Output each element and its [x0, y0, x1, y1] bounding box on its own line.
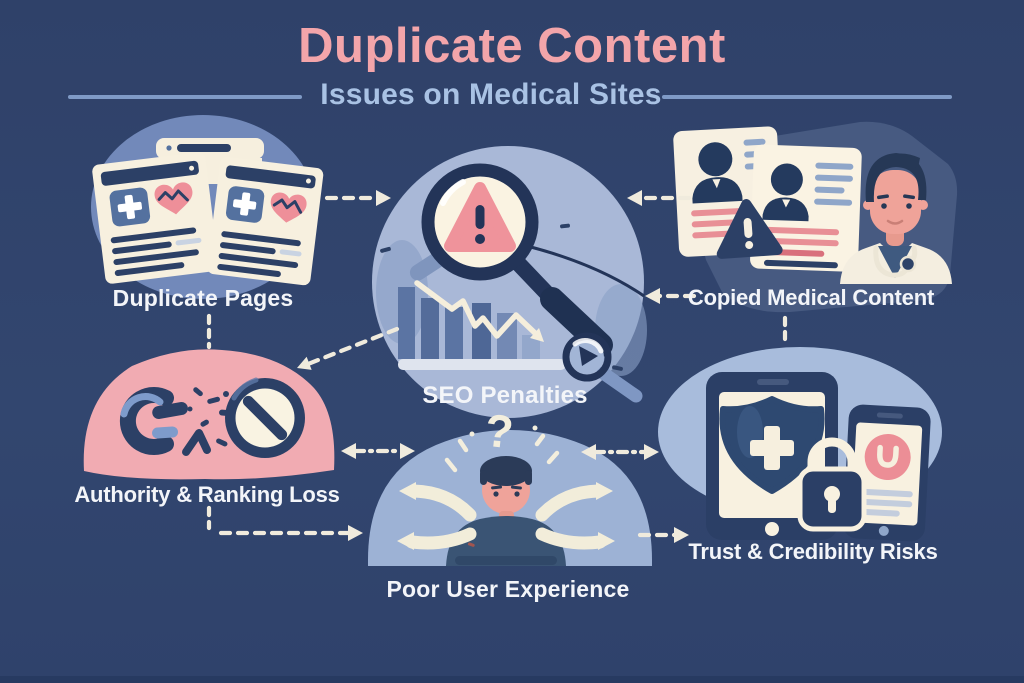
- label-trust-credibility-risks: Trust & Credibility Risks: [688, 539, 938, 564]
- broken-link-magnet-icon: [119, 387, 188, 455]
- bottom-edge-strip: [0, 676, 1024, 683]
- label-copied-medical-content: Copied Medical Content: [687, 285, 935, 310]
- padlock-icon: [797, 437, 867, 532]
- page-subtitle: Issues on Medical Sites: [320, 78, 662, 111]
- confusion-marks-icon: [444, 433, 560, 473]
- label-authority-ranking-loss: Authority & Ranking Loss: [74, 482, 340, 507]
- connector-arrowheads: [297, 190, 689, 543]
- down-trend-arrowhead-icon: [530, 328, 544, 342]
- prohibition-sign-icon: [225, 377, 305, 458]
- small-magnifier-icon: [562, 332, 643, 403]
- direction-arrows-icon: [405, 484, 607, 550]
- page-title: Duplicate Content: [298, 19, 726, 73]
- copied-medical-content-icon: [673, 121, 958, 313]
- confused-user-icon: [446, 456, 566, 566]
- poor-user-experience-icon: [368, 425, 652, 566]
- label-poor-user-experience: Poor User Experience: [386, 576, 630, 602]
- subtitle-right-line: [662, 95, 952, 99]
- seo-penalties-icon: [372, 146, 647, 418]
- connector-arrows: [206, 195, 788, 538]
- webpage-card-icon: [207, 156, 324, 286]
- declining-bar-chart-icon: [398, 280, 566, 370]
- subtitle-left-line: [68, 95, 302, 99]
- label-duplicate-pages: Duplicate Pages: [112, 285, 294, 311]
- authority-ranking-loss-icon: [83, 349, 335, 480]
- duplicate-pages-icon: [91, 115, 324, 299]
- label-seo-penalties: SEO Penalties: [422, 382, 588, 409]
- profile-card-icon: [750, 144, 862, 272]
- question-mark-icon: ?: [482, 404, 515, 459]
- warning-triangle-icon: [716, 199, 783, 259]
- doctor-icon: [840, 153, 952, 284]
- trust-credibility-risks-icon: [658, 347, 942, 542]
- arrow-seo-to-authority: [305, 326, 400, 367]
- direction-arrowheads-icon: [397, 482, 615, 550]
- webpage-card-icon: [92, 152, 219, 284]
